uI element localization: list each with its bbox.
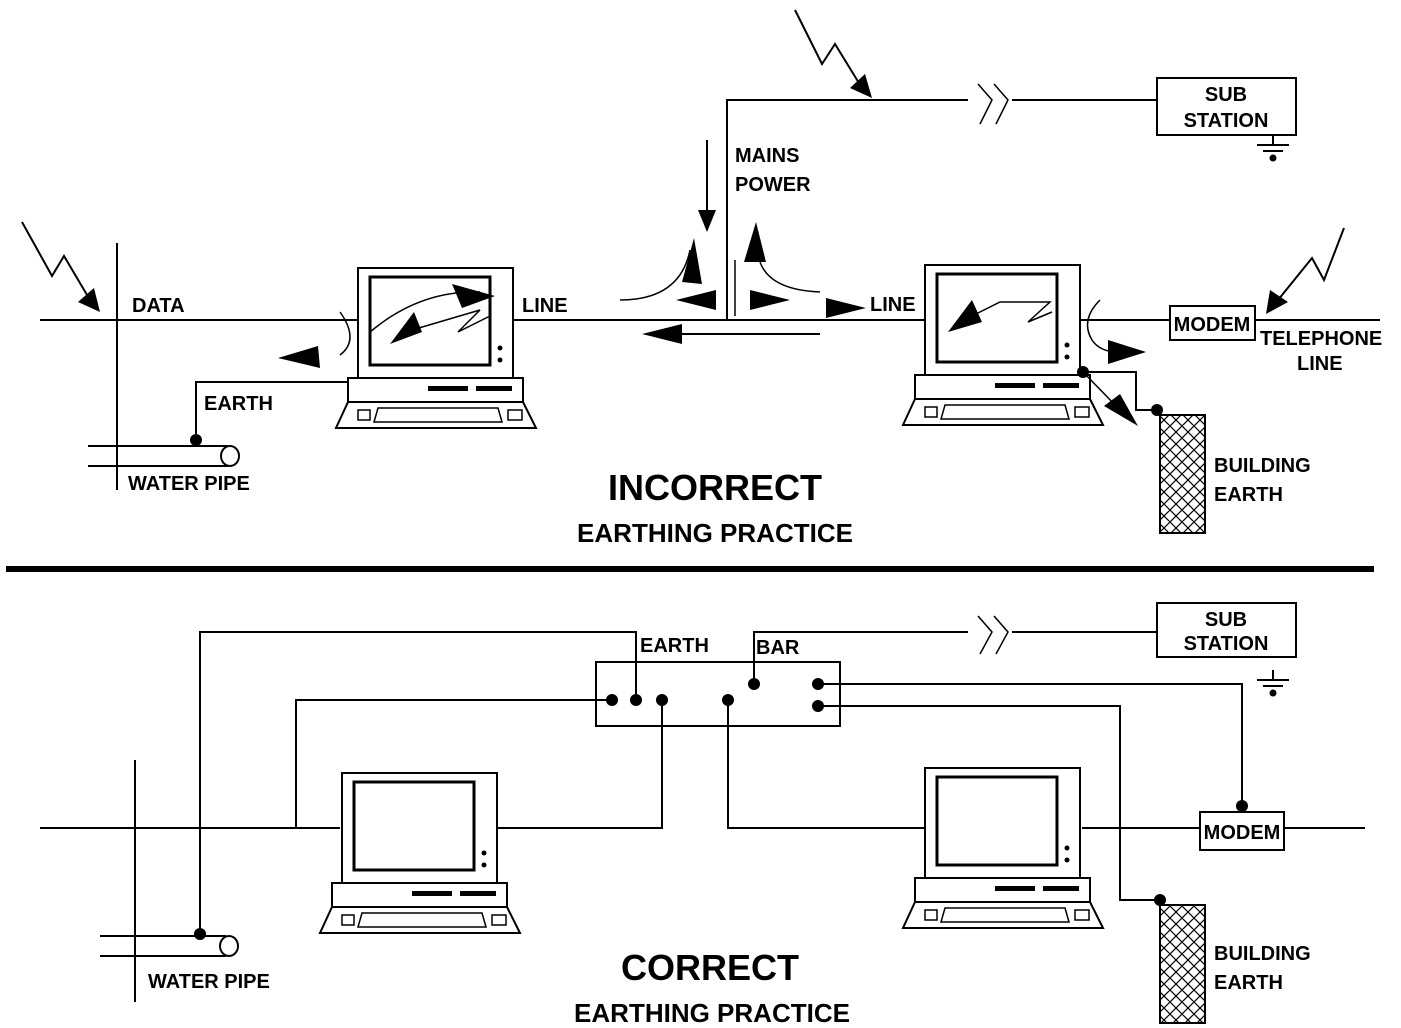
computer-right-correct: [901, 766, 1105, 930]
station-label: STATION: [1184, 110, 1269, 132]
ground-symbol-icon: [1256, 669, 1290, 698]
correct-panel: EARTH BAR SUB STATION MODEM WATER PIPE B…: [40, 602, 1365, 1028]
earth-connection-dot: [190, 434, 202, 446]
lightning-bolt-icon: [1277, 227, 1345, 301]
computer-left: [334, 266, 538, 430]
break-mark-icon: [977, 83, 993, 125]
telephone-label: TELEPHONE: [1260, 328, 1382, 350]
lightning-arrow-icon: [850, 74, 872, 98]
water-pipe-label-correct: WATER PIPE: [148, 971, 270, 993]
building-earth-block-correct: [1159, 904, 1206, 1024]
modem-label: MODEM: [1174, 314, 1251, 336]
sub-label: SUB: [1205, 84, 1247, 106]
water-pipe-label: WATER PIPE: [128, 473, 250, 495]
station-label-correct: STATION: [1184, 633, 1269, 655]
section-divider: [6, 566, 1374, 572]
telephone-line-label: LINE: [1297, 353, 1343, 375]
modem-box: [1169, 305, 1256, 341]
incorrect-panel: DATA LINE LINE EARTH WATER PIPE MAINS PO…: [21, 9, 1382, 548]
data-label: DATA: [132, 295, 185, 317]
lightning-bolt-icon: [794, 9, 863, 89]
computer-right: [901, 263, 1105, 427]
computer-left-correct: [318, 771, 522, 935]
lightning-bolt-icon: [21, 221, 91, 301]
lightning-arrow-icon: [1266, 290, 1288, 314]
left-arrow-icon: [676, 290, 716, 310]
substation-box-correct: [1156, 602, 1297, 658]
earth-label-correct: EARTH: [640, 635, 709, 657]
lightning-arrow-icon: [78, 288, 100, 312]
sub-label-correct: SUB: [1205, 609, 1247, 631]
substation-box: [1156, 77, 1297, 136]
right-arrow-icon: [750, 290, 790, 310]
mains-label: MAINS: [735, 145, 799, 167]
earth-bar-box: [595, 661, 841, 727]
building-earth-label: EARTH: [1214, 484, 1283, 506]
incorrect-subtitle: EARTHING PRACTICE: [577, 518, 853, 548]
building-earth-label-correct: EARTH: [1214, 972, 1283, 994]
incorrect-title: INCORRECT: [608, 467, 822, 508]
break-mark-icon: [977, 615, 993, 655]
correct-title: CORRECT: [621, 947, 799, 988]
earth-label: EARTH: [204, 393, 273, 415]
line-label-right: LINE: [870, 294, 916, 316]
bar-label: BAR: [756, 637, 800, 659]
modem-label-correct: MODEM: [1204, 822, 1281, 844]
modem-box-correct: [1199, 811, 1285, 851]
correct-subtitle: EARTHING PRACTICE: [574, 998, 850, 1028]
line-label-left: LINE: [522, 295, 568, 317]
building-label: BUILDING: [1214, 455, 1311, 477]
bar-terminal-dot: [606, 694, 618, 706]
down-arrow-icon: [698, 210, 716, 232]
ground-symbol-icon: [1256, 134, 1290, 163]
power-label: POWER: [735, 174, 811, 196]
building-earth-block: [1159, 414, 1206, 534]
building-label-correct: BUILDING: [1214, 943, 1311, 965]
